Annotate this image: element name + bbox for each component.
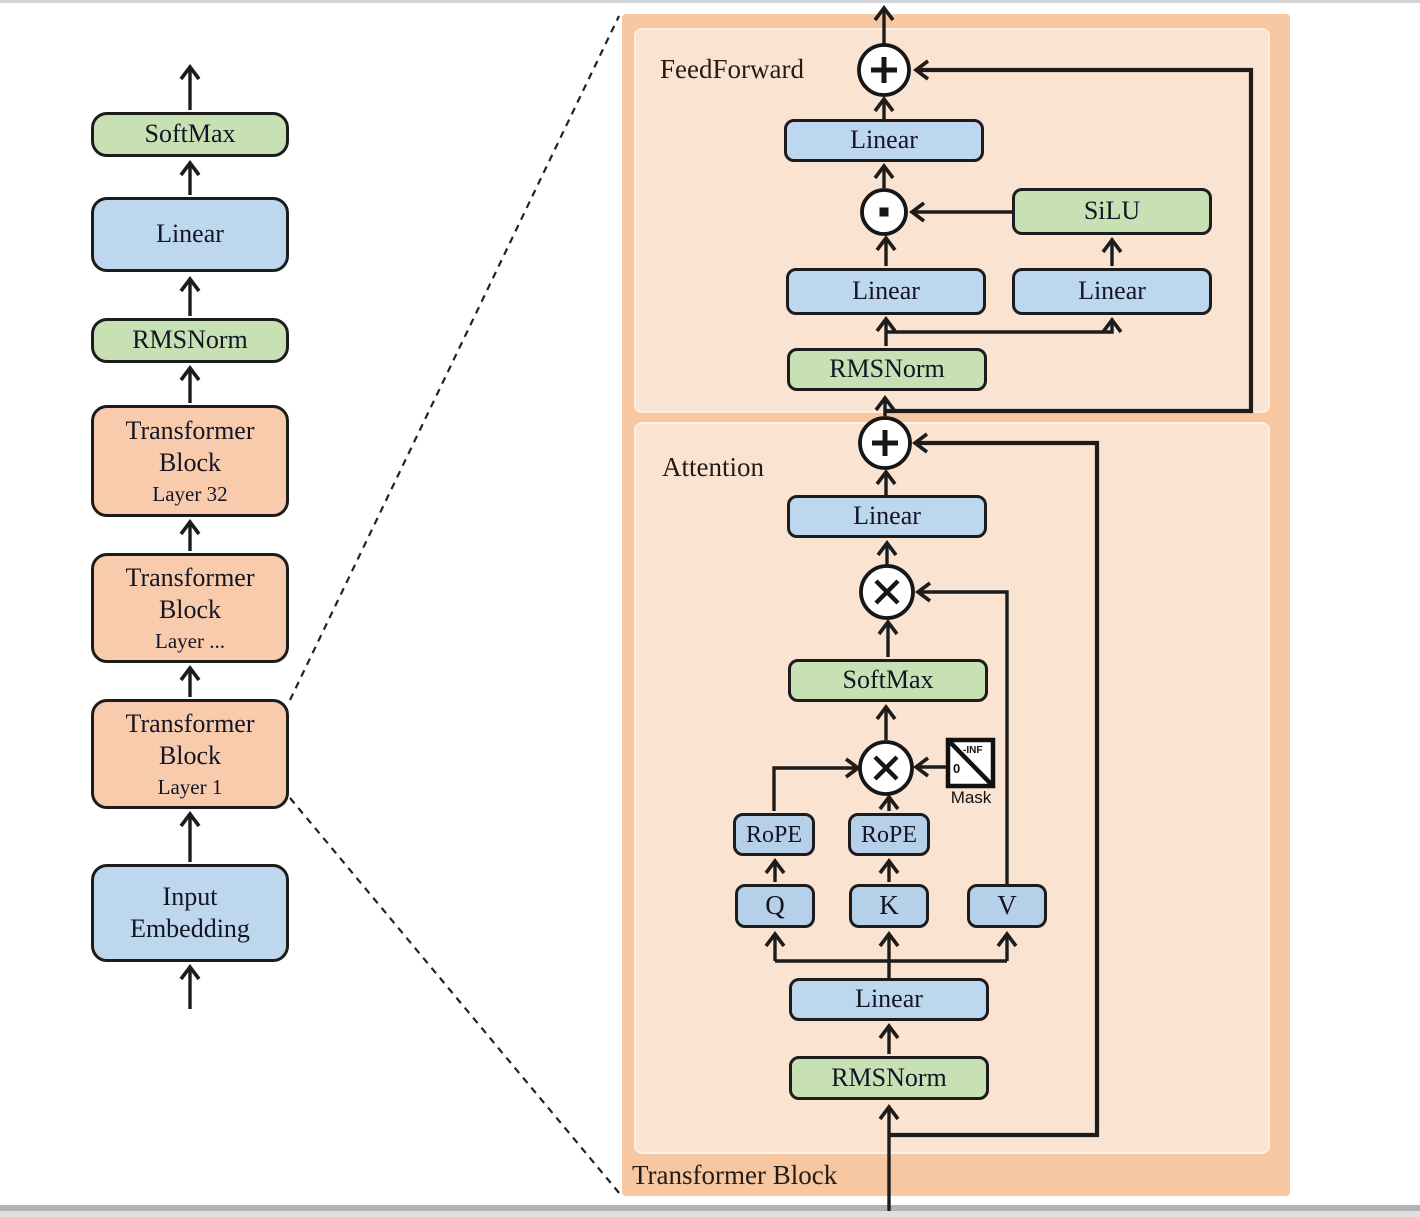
elementwise-multiply-icon	[860, 188, 908, 236]
attn-rmsnorm-label: RMSNorm	[831, 1062, 947, 1092]
attention-section-label: Attention	[662, 452, 764, 482]
attn-rmsnorm-block: RMSNorm	[789, 1056, 989, 1100]
transformer-block-layer-n: Transformer Block Layer ...	[91, 553, 289, 663]
ff-linear-gate-block: Linear	[1012, 268, 1212, 315]
rope-k-label: RoPE	[860, 821, 917, 848]
key-block: K	[849, 884, 929, 928]
block-title: Transformer Block	[125, 562, 255, 625]
block-title: Transformer Block	[125, 708, 255, 771]
query-label: Q	[765, 890, 785, 921]
add-icon	[857, 43, 911, 97]
block-subtitle: Layer 1	[157, 774, 223, 799]
linear-label: Linear	[156, 219, 224, 249]
operators	[857, 43, 996, 796]
transformer-block-layer-32: Transformer Block Layer 32	[91, 405, 289, 517]
ff-linear-gate-label: Linear	[1078, 276, 1146, 306]
ff-rmsnorm-block: RMSNorm	[787, 348, 987, 391]
mask-caption: Mask	[950, 788, 992, 807]
query-block: Q	[735, 884, 815, 928]
mask-zero-text: 0	[953, 761, 961, 776]
ff-linear-out-label: Linear	[850, 125, 918, 155]
input-embedding-label: Input Embedding	[130, 881, 250, 944]
transformer-block-layer-1: Transformer Block Layer 1	[91, 699, 289, 809]
attention-wires	[764, 432, 1100, 1211]
add-icon	[858, 416, 912, 470]
feedforward-wires	[873, 5, 1254, 416]
attn-linear-out-block: Linear	[787, 495, 987, 538]
attn-softmax-label: SoftMax	[842, 665, 934, 695]
attn-linear-out-label: Linear	[853, 501, 921, 531]
transformer-block-panel-title: Transformer Block	[632, 1160, 838, 1190]
zoom-dashed-line-upper	[289, 15, 620, 701]
matmul-icon	[859, 564, 915, 620]
softmax-label: SoftMax	[144, 119, 236, 149]
softmax-block: SoftMax	[91, 112, 289, 157]
causal-mask-icon	[945, 737, 996, 789]
zoom-dashed-line-lower	[289, 797, 621, 1195]
bottom-edge-line	[0, 1205, 1420, 1211]
rope-q-block: RoPE	[733, 813, 815, 856]
value-block: V	[967, 884, 1047, 928]
attention-residual-connection	[889, 432, 1100, 1138]
ff-linear-up-label: Linear	[852, 276, 920, 306]
block-title: Transformer Block	[125, 415, 255, 478]
rope-k-block: RoPE	[848, 813, 930, 856]
attn-softmax-block: SoftMax	[788, 659, 988, 702]
mask-neg-inf-text: -INF	[963, 745, 983, 756]
top-edge-line	[0, 0, 1420, 3]
rmsnorm-label: RMSNorm	[132, 325, 248, 355]
zoom-dashed-lines	[289, 15, 621, 1195]
rope-q-path	[772, 757, 861, 811]
attn-linear-in-block: Linear	[789, 978, 989, 1021]
feedforward-residual-connection	[885, 59, 1254, 414]
bottom-edge-shadow	[0, 1211, 1420, 1217]
rmsnorm-block: RMSNorm	[91, 318, 289, 363]
qkv-branch	[775, 959, 1007, 978]
attn-linear-in-label: Linear	[855, 984, 923, 1014]
key-label: K	[879, 890, 899, 921]
ff-linear-up-block: Linear	[786, 268, 986, 315]
matmul-icon	[858, 740, 914, 796]
block-subtitle: Layer ...	[155, 628, 225, 653]
ff-rmsnorm-label: RMSNorm	[829, 354, 945, 384]
value-path	[915, 581, 1009, 884]
block-subtitle: Layer 32	[152, 481, 228, 506]
ff-linear-out-block: Linear	[784, 119, 984, 162]
ff-silu-label: SiLU	[1083, 196, 1141, 226]
input-embedding-block: Input Embedding	[91, 864, 289, 962]
linear-block: Linear	[91, 197, 289, 272]
rope-q-label: RoPE	[745, 821, 802, 848]
ff-silu-block: SiLU	[1012, 188, 1212, 235]
rmsnorm-branch-arrow	[887, 317, 1123, 334]
value-label: V	[997, 890, 1017, 921]
feedforward-section-label: FeedForward	[660, 54, 804, 84]
